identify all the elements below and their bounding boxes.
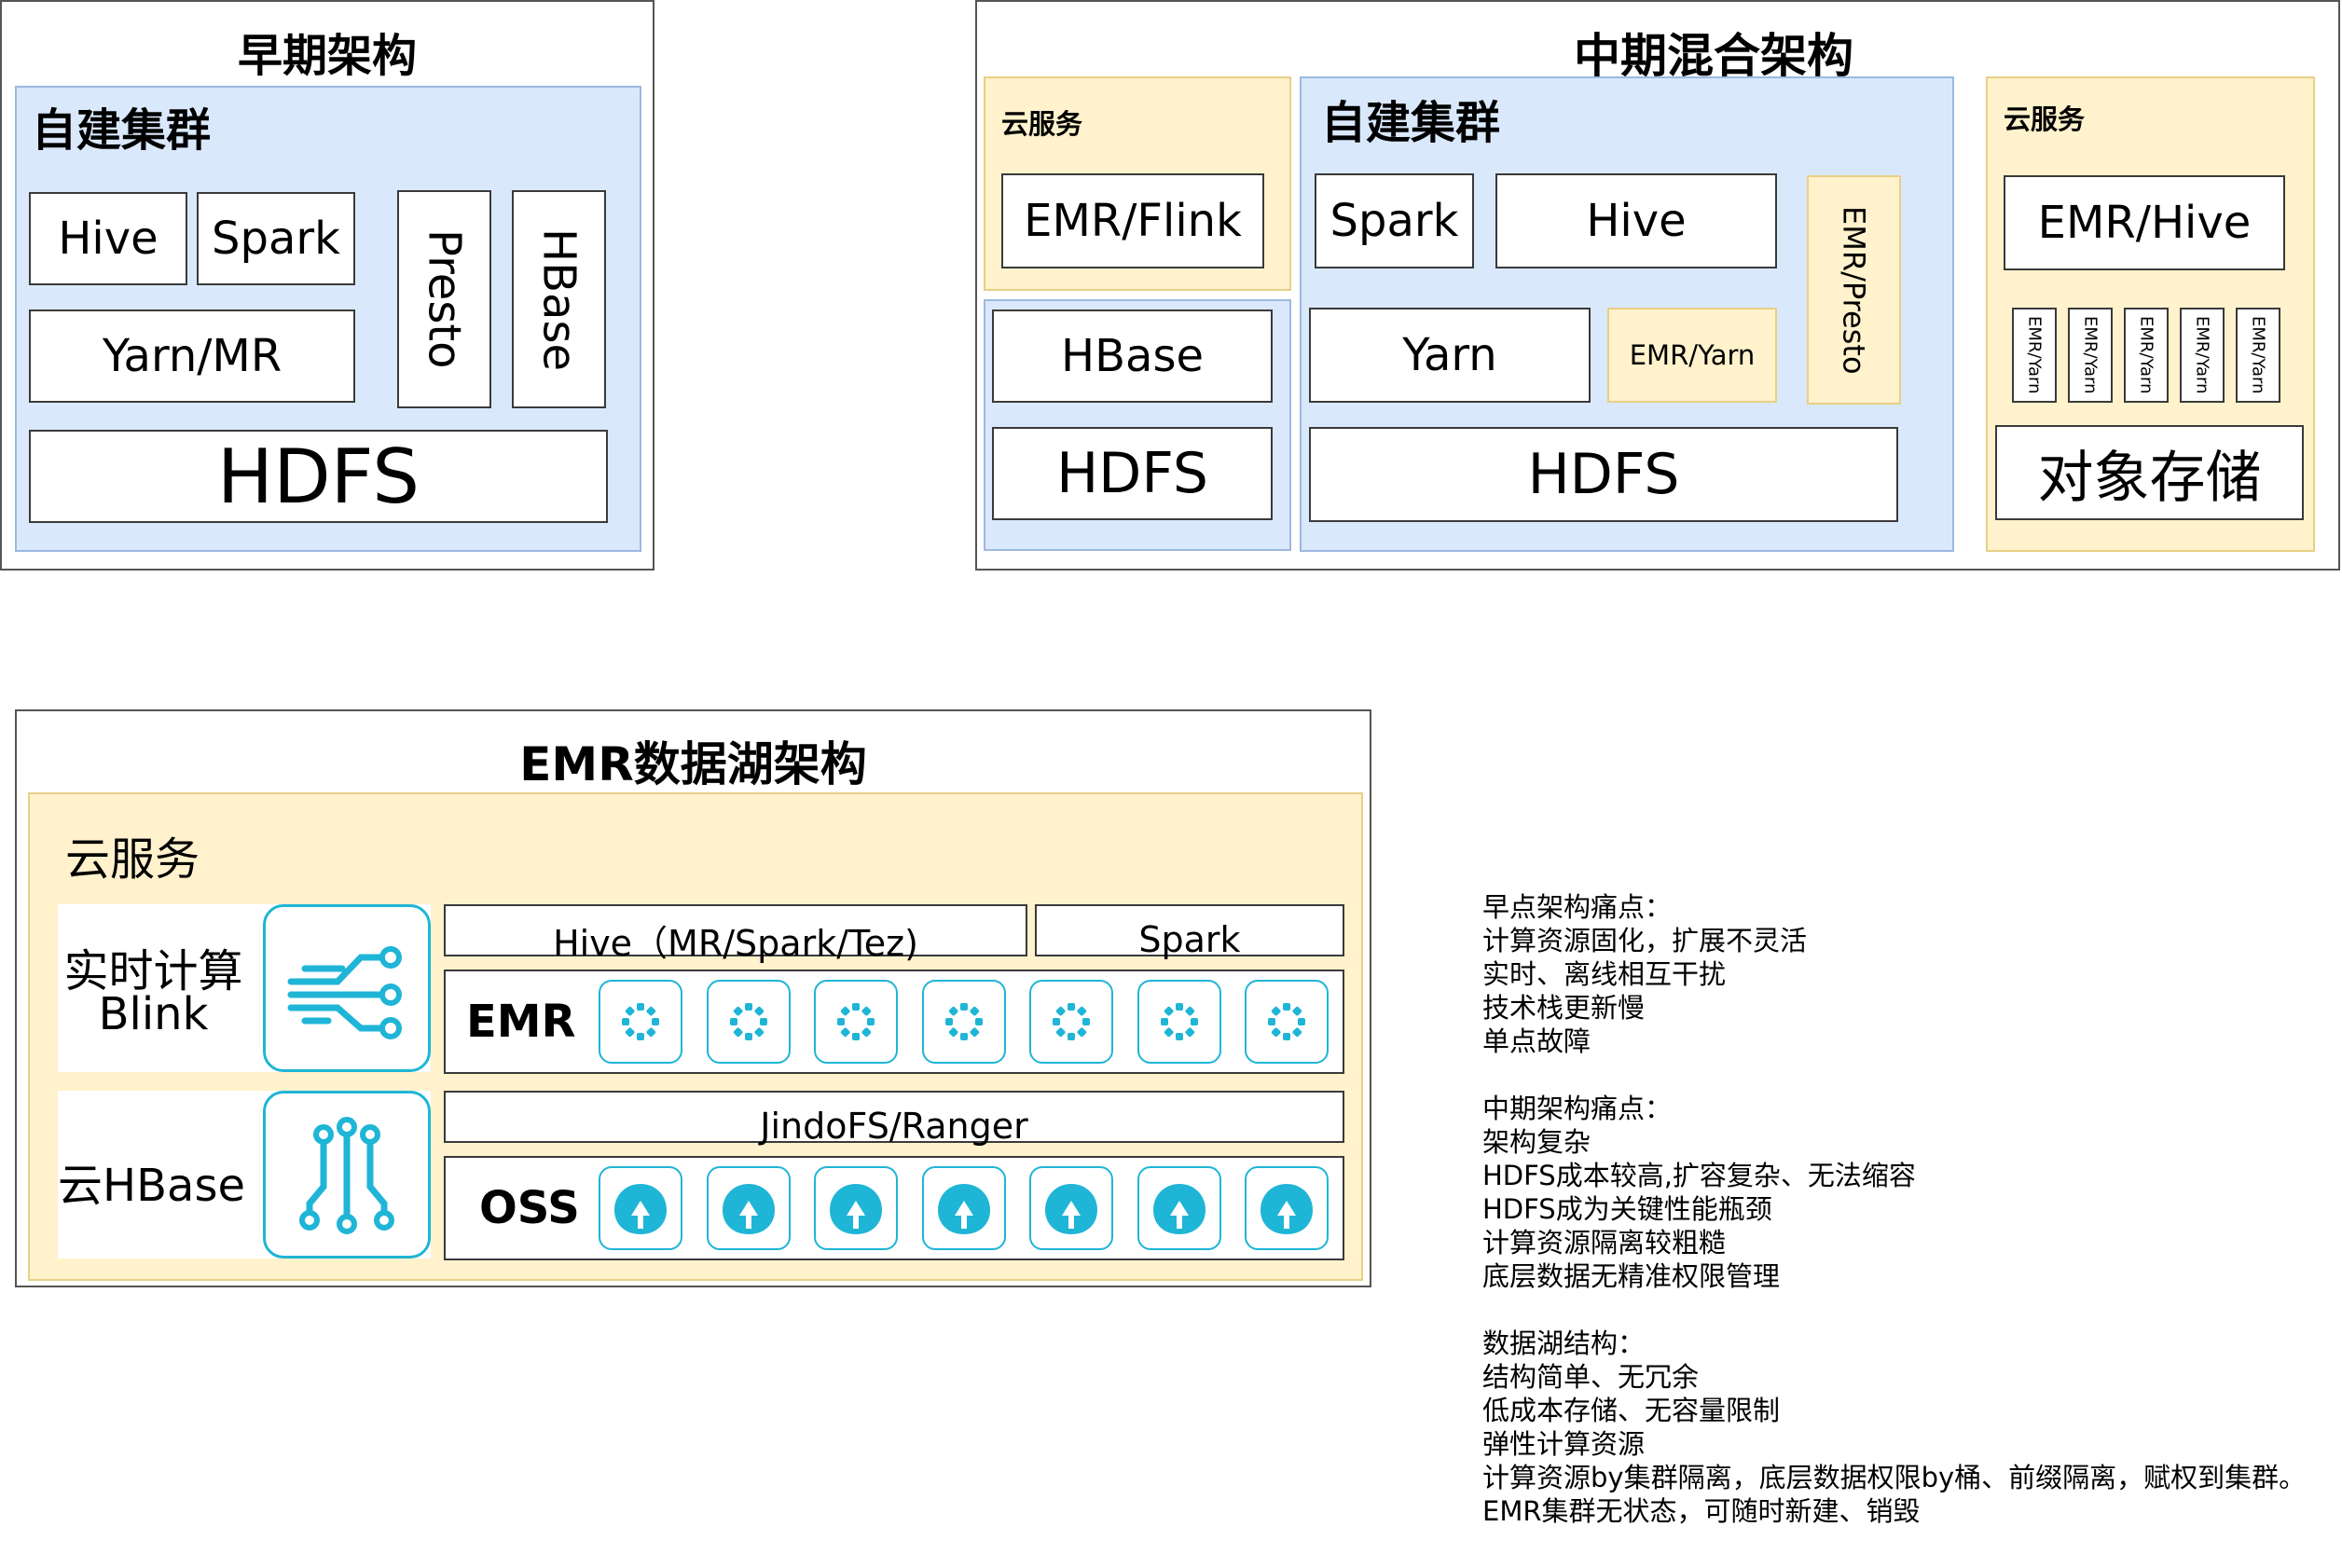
lake-benefit-item: 结构简单、无冗余	[1482, 1361, 1700, 1393]
storage-bucket-icon	[937, 1184, 990, 1234]
mid-emr-yarn-small-4: EMR/Yarn	[2180, 308, 2225, 403]
cloud-hbase-label: 云HBase	[58, 1160, 245, 1212]
cluster-icon	[622, 1003, 659, 1040]
mid-pain-item: 底层数据无精准权限管理	[1482, 1260, 1781, 1292]
lake-benefit-item: 计算资源by集群隔离，底层数据权限by桶、前缀隔离，赋权到集群。	[1482, 1462, 2307, 1493]
mid-pain-item: HDFS成本较高,扩容复杂、无法缩容	[1482, 1160, 1916, 1191]
mid-emr-yarn-small-3: EMR/Yarn	[2124, 308, 2169, 403]
blink-label: Blink	[98, 988, 209, 1040]
cluster-icon	[1268, 1003, 1305, 1040]
mid-emr-yarn-small-2: EMR/Yarn	[2068, 308, 2113, 403]
early-architecture-title: 早期架构	[237, 30, 417, 82]
early-presto-box: Presto	[397, 190, 491, 408]
cluster-icon	[1160, 1003, 1198, 1040]
oss-icon-tile	[706, 1166, 791, 1250]
mid-cluster-label: 自建集群	[1321, 97, 1501, 149]
mid-hive-box: Hive	[1495, 173, 1777, 268]
early-yarn-mr-box: Yarn/MR	[29, 309, 355, 403]
emr-icon-tile	[1245, 980, 1329, 1064]
oss-icon-tile	[921, 1166, 1006, 1250]
jindofs-ranger-box: JindoFS/Ranger	[444, 1091, 1344, 1147]
mid-hbase-box: HBase	[992, 309, 1273, 403]
emr-icon-tile	[814, 980, 898, 1064]
mid-emr-presto-box: EMR/Presto	[1807, 175, 1901, 405]
lake-spark-box: Spark	[1035, 904, 1344, 960]
mid-hdfs-box: HDFS	[1309, 427, 1898, 522]
mid-pain-item: 架构复杂	[1482, 1126, 1591, 1158]
storage-bucket-icon	[1152, 1184, 1205, 1234]
early-pain-heading: 早点架构痛点：	[1482, 891, 1673, 923]
storage-bucket-icon	[614, 1184, 667, 1234]
cluster-icon	[837, 1003, 875, 1040]
realtime-compute-icon-tile	[263, 904, 431, 1072]
oss-icon-tile	[599, 1166, 682, 1250]
early-hbase-box: HBase	[512, 190, 606, 408]
mid-emr-flink-box: EMR/Flink	[1001, 173, 1264, 268]
stream-nodes-icon	[287, 946, 402, 1039]
oss-label: OSS	[479, 1182, 580, 1234]
early-pain-item: 技术栈更新慢	[1482, 992, 1646, 1024]
mid-emr-yarn-small-5: EMR/Yarn	[2236, 308, 2280, 403]
storage-bucket-icon	[1261, 1184, 1313, 1234]
lake-benefit-item: 弹性计算资源	[1482, 1428, 1646, 1460]
pain-points-notes: 早点架构痛点： 计算资源固化，扩展不灵活 实时、离线相互干扰 技术栈更新慢 单点…	[1482, 890, 2306, 1528]
mid-pain-item: HDFS成为关键性能瓶颈	[1482, 1193, 1772, 1225]
early-pain-item: 单点故障	[1482, 1025, 1591, 1057]
emr-icon-tile	[921, 980, 1006, 1064]
oss-icon-tile	[814, 1166, 898, 1250]
cluster-icon	[944, 1003, 983, 1040]
early-spark-box: Spark	[197, 192, 355, 285]
mid-object-storage-box: 对象存储	[1995, 425, 2304, 520]
early-hive-box: Hive	[29, 192, 187, 285]
mid-cloud-left-label: 云服务	[1001, 108, 1083, 140]
mid-architecture-title: 中期混合架构	[1574, 29, 1853, 83]
mid-emr-yarn-box: EMR/Yarn	[1607, 308, 1777, 403]
emr-icon-tile	[599, 980, 682, 1064]
mid-yarn-box: Yarn	[1309, 308, 1591, 403]
lake-cloud-label: 云服务	[65, 833, 200, 886]
emr-icon-tile	[706, 980, 791, 1064]
oss-icon-tile	[1245, 1166, 1329, 1250]
lake-architecture-title: EMR数据湖架构	[519, 737, 867, 791]
emr-icon-tile	[1029, 980, 1113, 1064]
lake-benefit-item: EMR集群无状态，可随时新建、销毁	[1482, 1495, 1921, 1527]
oss-icon-tile	[1137, 1166, 1221, 1250]
realtime-compute-label: 实时计算	[63, 945, 243, 997]
lake-benefit-item: 低成本存储、无容量限制	[1482, 1395, 1781, 1426]
mid-pain-item: 计算资源隔离较粗糙	[1482, 1227, 1727, 1259]
early-cluster-label: 自建集群	[32, 104, 212, 157]
mid-spark-box: Spark	[1315, 173, 1474, 268]
cluster-icon	[1053, 1003, 1090, 1040]
mid-pain-heading: 中期架构痛点：	[1482, 1093, 1673, 1124]
circuit-icon	[299, 1117, 394, 1234]
storage-bucket-icon	[1045, 1184, 1097, 1234]
hive-engines-box: Hive（MR/Spark/Tez)	[444, 904, 1027, 964]
lake-benefit-heading: 数据湖结构：	[1482, 1327, 1646, 1359]
cluster-icon	[729, 1003, 767, 1040]
mid-hdfs-left-box: HDFS	[992, 427, 1273, 520]
storage-bucket-icon	[830, 1184, 882, 1234]
emr-icon-tile	[1137, 980, 1221, 1064]
early-pain-item: 计算资源固化，扩展不灵活	[1482, 925, 1808, 956]
mid-cloud-right-label: 云服务	[2004, 103, 2086, 135]
mid-emr-hive-box: EMR/Hive	[2004, 175, 2285, 270]
early-hdfs-box: HDFS	[29, 430, 608, 523]
oss-icon-tile	[1029, 1166, 1113, 1250]
emr-label: EMR	[466, 996, 576, 1048]
spacer	[1482, 1058, 2306, 1092]
spacer	[1482, 1293, 2306, 1327]
storage-bucket-icon	[722, 1184, 775, 1234]
mid-emr-yarn-small-1: EMR/Yarn	[2012, 308, 2057, 403]
cloud-hbase-icon-tile	[263, 1091, 431, 1259]
early-pain-item: 实时、离线相互干扰	[1482, 958, 1727, 990]
